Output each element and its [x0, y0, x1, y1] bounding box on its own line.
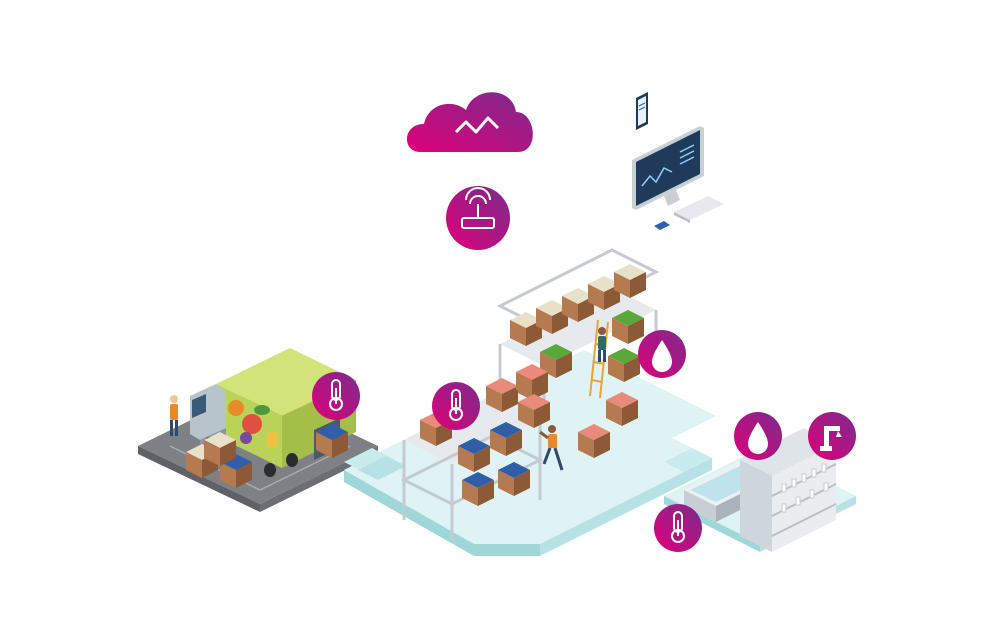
- worker-figure: [539, 425, 564, 471]
- iot-gateway-icon: [446, 186, 510, 250]
- water-drop-icon: [638, 330, 686, 378]
- shelf-unit-back: [496, 248, 660, 420]
- thermometer-icon: [432, 382, 480, 430]
- thermometer-icon: [312, 372, 360, 420]
- thermometer-icon: [654, 504, 702, 552]
- robot-arm-icon: [808, 412, 856, 460]
- worker-figure: [170, 395, 178, 436]
- keyboard-icon: [674, 196, 724, 223]
- mouse-icon: [654, 221, 670, 230]
- shelf-unit-front: [400, 364, 550, 540]
- smartphone-icon: [636, 92, 648, 130]
- water-drop-icon: [734, 412, 782, 460]
- cloud-icon: [406, 92, 533, 152]
- desktop-monitor-icon: [632, 126, 704, 210]
- retail-shelf: [740, 428, 837, 552]
